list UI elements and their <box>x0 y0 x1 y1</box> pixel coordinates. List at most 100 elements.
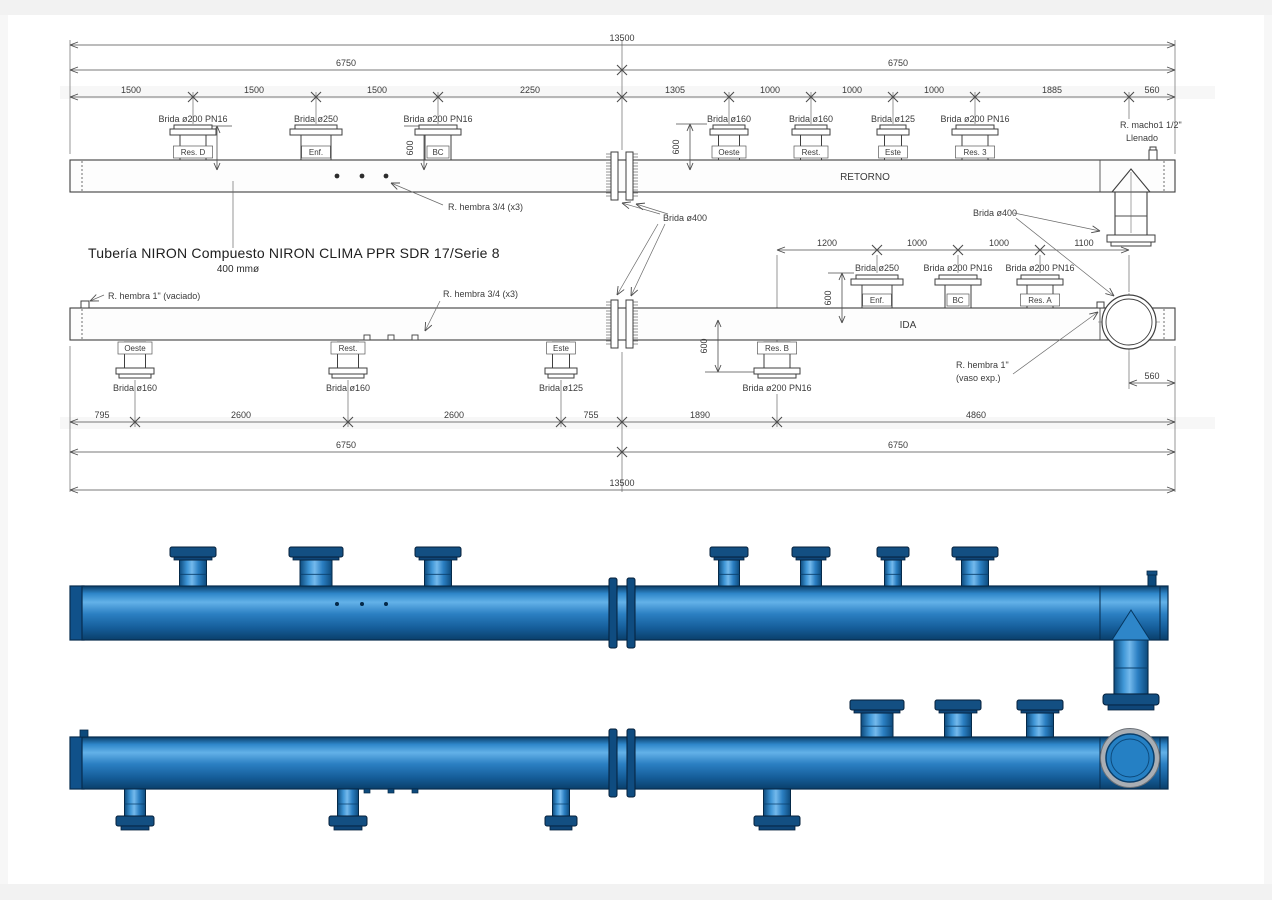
flange-tag-label: Oeste <box>718 148 740 157</box>
flange-tag-label: Res. D <box>181 148 206 157</box>
flange-tag-label: Res. 3 <box>963 148 987 157</box>
drawing-line <box>631 290 638 296</box>
drawing-line <box>1129 383 1137 386</box>
dimension-label: 600 <box>671 139 681 154</box>
flange3d-lip <box>759 826 795 830</box>
flange-cap <box>295 125 337 129</box>
flange-res3: Res. 3 Brida ø200 PN16 <box>940 114 1009 160</box>
drawing-line <box>1121 247 1129 250</box>
dimension-label: 6750 <box>888 440 908 450</box>
dimension-row: 13500 <box>70 33 1175 48</box>
hembra-fitting-nub <box>388 335 394 340</box>
pipe3d-coupling-disc <box>609 578 617 648</box>
flange-brida-label: Brida ø160 <box>113 383 157 393</box>
coupling-plate <box>611 300 618 348</box>
flange3d-disc <box>545 816 577 826</box>
drawing-line <box>1167 67 1175 70</box>
flange-rest: Rest.Brida ø160 <box>326 342 370 393</box>
tee3d-flange-disc <box>1103 694 1159 705</box>
flange3d-neck <box>801 560 822 586</box>
flange-cap <box>332 374 364 378</box>
flange3d-disc <box>116 816 154 826</box>
nota-vasoexp: (vaso exp.) <box>956 373 1001 383</box>
nota-brida400-centro: Brida ø400 <box>617 202 707 296</box>
flange3d-disc <box>710 547 748 557</box>
flange3d-disc <box>415 547 461 557</box>
flange-cap <box>174 125 212 129</box>
flange-plate <box>935 279 981 285</box>
nota-rmacho-text: R. macho1 1/2" <box>1120 120 1182 130</box>
ida3d-flange-face <box>1106 734 1154 782</box>
flange-brida-label: Brida ø250 <box>294 114 338 124</box>
flange-brida-label: Brida ø125 <box>871 114 915 124</box>
drawing-line <box>70 70 78 73</box>
dimension-label: 560 <box>1144 371 1159 381</box>
coupling-plate <box>626 152 633 200</box>
flange-enf: Enf.Brida ø250 <box>290 114 342 160</box>
drawing-line <box>777 247 785 250</box>
flange3d-neck <box>338 789 359 816</box>
pipe3d-nub <box>412 789 418 793</box>
flange3d-disc <box>952 547 998 557</box>
dimension-label: 1500 <box>121 85 141 95</box>
dimension-label: 1000 <box>924 85 944 95</box>
flange-cap <box>856 275 898 279</box>
dimension-label: 600 <box>405 140 415 155</box>
flange-cap <box>758 374 796 378</box>
dimension-label: 4860 <box>966 410 986 420</box>
drawing-line <box>842 273 845 280</box>
nota-rhembra34-retorno-text: R. hembra 3/4 (x3) <box>448 202 523 212</box>
vaciado-fitting-3d <box>80 730 88 737</box>
pipe3d-coupling-disc <box>609 729 617 797</box>
nota-rhembra1-vaciado: R. hembra 1" (vaciado) <box>90 291 200 301</box>
coupling-plate <box>626 300 633 348</box>
llenado-fitting-3d-cap <box>1147 571 1157 575</box>
flange3d-neck <box>764 789 791 816</box>
dimension-label: 2250 <box>520 85 540 95</box>
flange-brida-label: Brida ø160 <box>707 114 751 124</box>
flange3d-neck <box>300 560 332 586</box>
drawing-line <box>631 224 665 296</box>
flange-cap <box>713 125 745 129</box>
drawing-line <box>690 124 693 131</box>
flange3d-disc <box>754 816 800 826</box>
flange-brida-label: Brida ø200 PN16 <box>940 114 1009 124</box>
dimension-label: 6750 <box>888 58 908 68</box>
flange-brida-label: Brida ø200 PN16 <box>742 383 811 393</box>
flange3d-neck <box>719 560 740 586</box>
ida-brida400-circle <box>1098 293 1160 352</box>
tee-flange-plate <box>1107 235 1155 242</box>
drawing-line <box>777 250 785 253</box>
flange-tag-label: Res. B <box>765 344 789 353</box>
drawing-line <box>1121 250 1129 253</box>
drawing-line <box>617 224 658 295</box>
dimension-row: 13500 <box>70 478 1175 493</box>
nota-rhembra34-ida-text: R. hembra 3/4 (x3) <box>443 289 518 299</box>
nota-rhembra1-vaso-text: R. hembra 1" <box>956 360 1009 370</box>
nota-rhembra1-vaciado-text: R. hembra 1" (vaciado) <box>108 291 200 301</box>
drawing-line <box>425 322 426 331</box>
dimension-label: 600 <box>699 338 709 353</box>
pipe3d-dot <box>360 602 364 606</box>
flange-tag-label: Oeste <box>124 344 146 353</box>
pipe3d-coupling-disc <box>627 578 635 648</box>
dimension-label: 2600 <box>444 410 464 420</box>
dimension-label: 1890 <box>690 410 710 420</box>
coupling-plate <box>611 152 618 200</box>
nota-brida400-centro-text: Brida ø400 <box>663 213 707 223</box>
dimension-label: 1000 <box>842 85 862 95</box>
flange3d-neck <box>180 560 207 586</box>
flange-cap <box>419 125 457 129</box>
dimension-label: 1500 <box>367 85 387 95</box>
flange-rest: Rest.Brida ø160 <box>789 114 833 160</box>
flange-plate <box>851 279 903 285</box>
flange3d-neck <box>962 560 989 586</box>
pipe3d-nub <box>388 789 394 793</box>
flange-cap <box>795 125 827 129</box>
drawing-line <box>1167 45 1175 48</box>
drawing-line <box>1091 231 1100 233</box>
drawing-line <box>617 290 624 295</box>
